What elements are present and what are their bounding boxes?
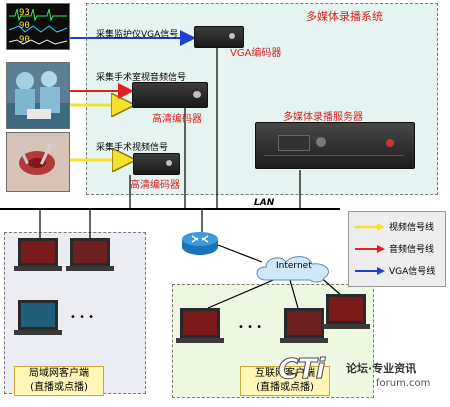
hd-encoder-2-label: 高清编码器: [130, 180, 180, 191]
red-arrow-icon: [355, 244, 385, 253]
internet-ellipsis: • • •: [238, 322, 263, 333]
surgeons-photo: [7, 63, 69, 128]
vital-value-2: 90: [19, 21, 30, 31]
av-source-label: 采集手术室视音频信号: [96, 73, 187, 83]
device-logo-icon: [193, 91, 201, 98]
watermark-slogan: 论坛·专业资讯: [346, 362, 417, 375]
surgical-field-photo: [7, 133, 69, 191]
vital-value-3: 90: [19, 35, 30, 45]
router-icon: [182, 232, 218, 255]
watermark-url: forum.com: [376, 378, 431, 389]
laptop-icon: [14, 238, 62, 271]
legend-video: 视频信号线: [355, 220, 434, 233]
watermark-brand: CTi: [277, 352, 325, 386]
server-display-panel: [278, 135, 310, 151]
vga-encoder-label: VGA编码器: [230, 48, 282, 59]
server-logo-icon: [386, 139, 394, 147]
system-title: 多媒体录播系统: [306, 10, 383, 23]
internet-cloud-icon: [256, 256, 329, 283]
server-control-knob: [316, 137, 326, 147]
hd-encoder-2-device: [133, 153, 180, 175]
lan-client-label: 局域网客户端 (直播或点播): [14, 366, 104, 396]
lan-label: LAN: [254, 198, 275, 208]
video-source-label: 采集手术视频信号: [96, 143, 169, 153]
device-logo-icon: [229, 33, 235, 39]
internet-label: Internet: [276, 261, 312, 271]
blue-arrow-icon: [355, 266, 385, 275]
lan-ellipsis: • • •: [70, 312, 95, 323]
laptop-icon: [322, 294, 370, 329]
hd-encoder-1-label: 高清编码器: [152, 114, 202, 125]
legend-vga: VGA信号线: [355, 264, 435, 277]
legend-audio: 音频信号线: [355, 242, 434, 255]
laptop-icon: [14, 300, 62, 335]
vital-value-1: 93: [19, 8, 30, 18]
patient-monitor-image: 93 90 90: [6, 3, 70, 50]
surgical-video-image: [6, 132, 70, 192]
hd-encoder-1-device: [132, 82, 208, 108]
vga-encoder-device: [194, 26, 244, 48]
laptop-icon: [280, 308, 328, 343]
laptop-icon: [176, 308, 224, 343]
yellow-arrow-icon: [355, 222, 385, 231]
vga-source-label: 采集监护仪VGA信号: [96, 30, 179, 40]
device-logo-icon: [166, 160, 172, 166]
signal-legend: 视频信号线 音频信号线 VGA信号线: [348, 211, 446, 287]
internet-client-label: 互联网客户端 (直播或点播): [240, 366, 330, 396]
vitals-waveform-icon: [8, 8, 68, 45]
operating-room-image: [6, 62, 70, 129]
recording-server-device: [255, 122, 415, 169]
server-label: 多媒体录播服务器: [283, 112, 363, 123]
laptop-icon: [66, 238, 114, 271]
